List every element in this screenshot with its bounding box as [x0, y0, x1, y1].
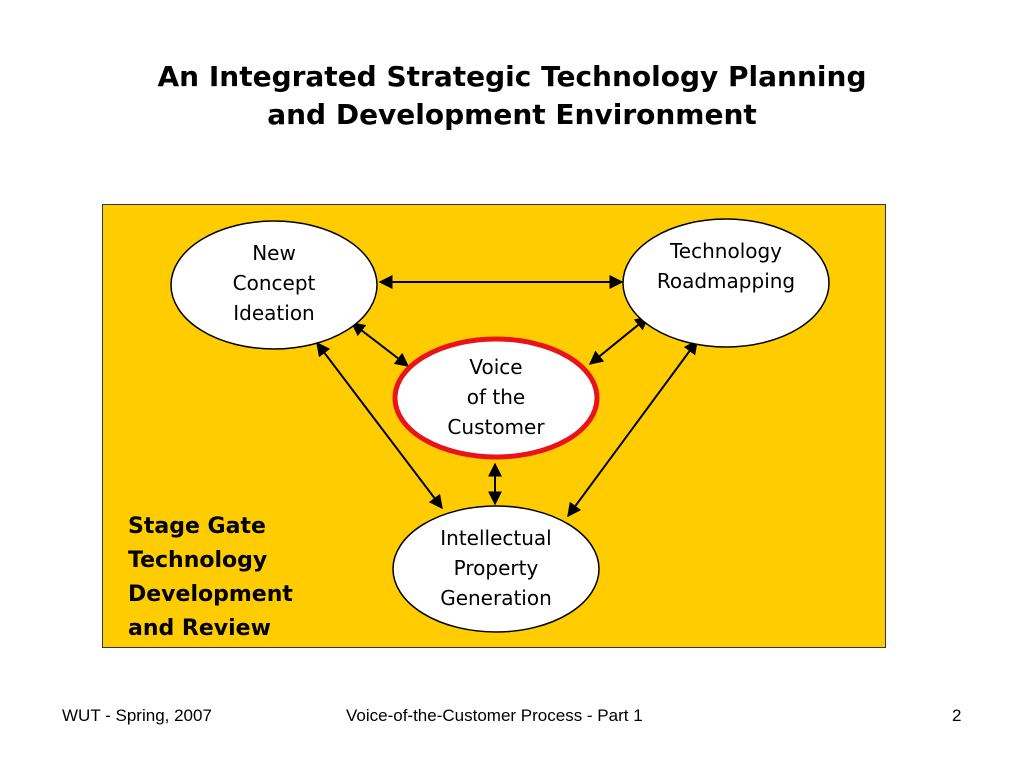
label-line: Voice: [469, 355, 523, 379]
stage-gate-line: Technology: [128, 548, 268, 573]
node-technology-roadmapping: [622, 218, 830, 348]
label-line: Customer: [447, 415, 545, 439]
label-line: Generation: [440, 586, 552, 610]
stage-gate-line: Stage Gate: [128, 514, 266, 539]
arrow-roadmap-ip: [567, 339, 698, 518]
label-line: Roadmapping: [656, 269, 796, 293]
node-new-concept-ideation: [170, 220, 378, 350]
stage-gate-line: and Review: [128, 616, 271, 641]
label-line: Concept: [232, 271, 316, 295]
footer-course: WUT - Spring, 2007: [62, 706, 212, 725]
label-intellectual-property: Intellectual Property Generation: [406, 523, 586, 613]
stage-gate-line: Development: [128, 582, 293, 607]
title-line-2: and Development Environment: [267, 98, 757, 131]
footer-presentation-title: Voice-of-the-Customer Process - Part 1: [346, 706, 643, 725]
label-technology-roadmapping: Technology Roadmapping: [636, 236, 816, 296]
label-line: Intellectual: [440, 526, 552, 550]
footer-page-number: 2: [952, 706, 962, 725]
label-line: Property: [453, 556, 539, 580]
node-intellectual-property: [392, 505, 600, 633]
label-line: Technology: [669, 239, 783, 263]
arrow-newconcept-voc: [350, 322, 410, 367]
stage-gate-label: Stage Gate Technology Development and Re…: [128, 510, 293, 646]
label-voice-of-the-customer: Voice of the Customer: [416, 352, 576, 442]
arrow-roadmap-voc: [588, 316, 650, 365]
label-line: of the: [466, 385, 526, 409]
slide-title: An Integrated Strategic Technology Plann…: [0, 58, 1024, 134]
node-voice-of-the-customer: [392, 336, 600, 460]
title-line-1: An Integrated Strategic Technology Plann…: [157, 60, 867, 93]
label-line: Ideation: [233, 301, 315, 325]
label-line: New: [252, 241, 296, 265]
label-new-concept-ideation: New Concept Ideation: [194, 238, 354, 328]
arrow-newconcept-ip: [316, 341, 443, 510]
